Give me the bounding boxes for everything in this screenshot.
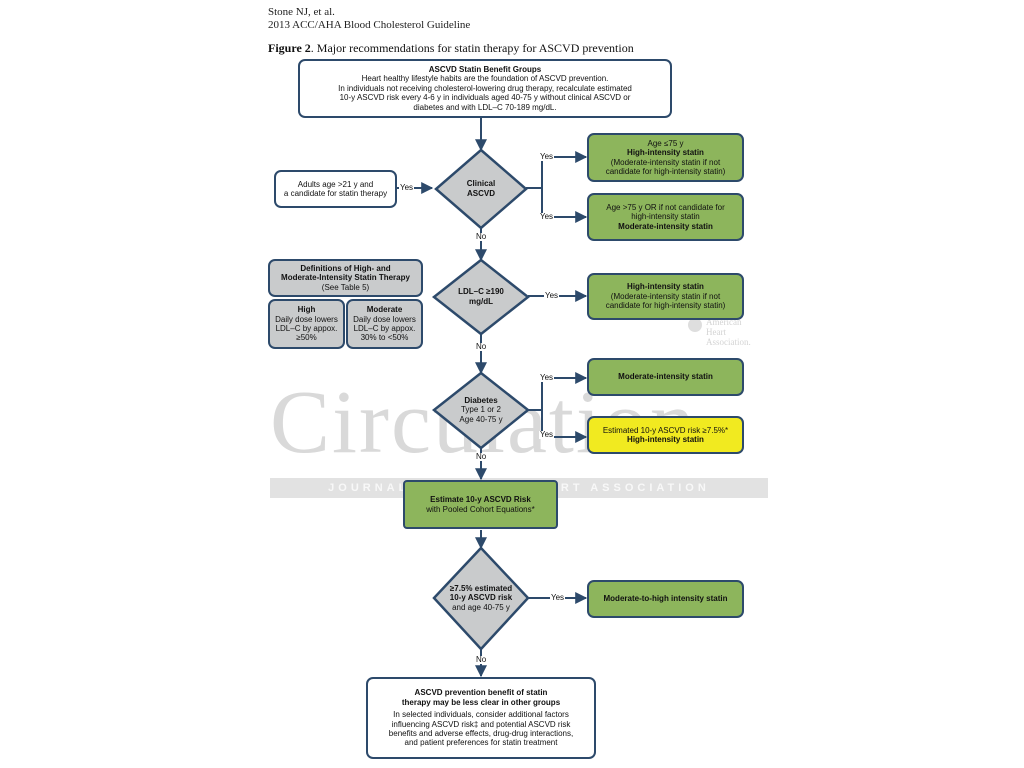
box-line: Definitions of High- and <box>300 263 391 273</box>
diabetes-moderate-box: Moderate-intensity statin <box>587 358 744 396</box>
box-line: Moderate-intensity statin <box>618 372 713 382</box>
figure-title: . Major recommendations for statin thera… <box>310 41 634 55</box>
box-line: therapy may be less clear in other group… <box>401 697 561 707</box>
watermark-band-right: HEART ASSOCIATION <box>525 482 710 494</box>
box-line: high-intensity statin <box>631 212 700 222</box>
box-line: with Pooled Cohort Equations* <box>426 504 535 514</box>
age-over-75-outcome-box: Age >75 y OR if not candidate for high-i… <box>587 193 744 241</box>
diamond-line: and age 40-75 y <box>452 602 510 612</box>
diamond-line: Age 40-75 y <box>459 414 503 424</box>
box-line: diabetes and with LDL–C 70-189 mg/dL. <box>413 102 557 112</box>
connector-line <box>526 151 588 189</box>
box-line: candidate for high-intensity statin) <box>605 301 726 311</box>
box-line: ≥50% <box>296 333 317 343</box>
no-label: No <box>475 655 488 664</box>
box-line: Moderate-intensity statin <box>618 221 713 231</box>
diamond-line: ASCVD <box>466 189 495 198</box>
diabetes-high-intensity-box: Estimated 10-y ASCVD risk ≥7.5%* High-in… <box>587 416 744 454</box>
statin-benefit-groups-box: ASCVD Statin Benefit Groups Heart health… <box>298 59 672 118</box>
aha-line: American <box>706 317 742 327</box>
no-label: No <box>475 232 488 241</box>
diamond-line: Diabetes <box>464 395 498 405</box>
decision-diamond-clinical <box>434 148 528 230</box>
definition-moderate-box: Moderate Daily dose lowers LDL–C by appo… <box>346 299 423 349</box>
diabetes-label: Diabetes Type 1 or 2 Age 40-75 y <box>446 393 516 427</box>
decision-diamond-ldl <box>431 258 531 336</box>
box-line: (See Table 5) <box>321 282 370 292</box>
yes-label: Yes <box>539 152 555 161</box>
box-line: High-intensity statin <box>627 282 704 292</box>
diamond-line: 10-y ASCVD risk <box>449 593 513 603</box>
adults-box: Adults age >21 y and a candidate for sta… <box>274 170 397 208</box>
box-line: High-intensity statin <box>627 435 704 444</box>
yes-label: Yes <box>550 593 566 602</box>
clinical-ascvd-label: Clinical ASCVD <box>446 174 516 204</box>
box-line: High <box>297 305 316 315</box>
box-line: Adults age >21 y and <box>297 179 374 189</box>
heart-logo-icon <box>688 318 702 332</box>
other-groups-box: ASCVD prevention benefit of statin thera… <box>366 677 596 759</box>
box-line: influencing ASCVD risk‡ and potential AS… <box>391 719 571 729</box>
box-line: Age >75 y OR if not candidate for <box>606 202 725 212</box>
box-line: Estimate 10-y ASCVD Risk <box>430 495 531 505</box>
risk-label: ≥7.5% estimated 10-y ASCVD risk and age … <box>440 580 522 616</box>
box-line: Daily dose lowers <box>353 314 416 324</box>
box-line: benefits and adverse effects, drug-drug … <box>388 728 574 738</box>
estimate-risk-box: Estimate 10-y ASCVD Risk with Pooled Coh… <box>403 480 558 529</box>
ldl-c-label: LDL–C ≥190 mg/dL <box>446 282 516 312</box>
yes-label: Yes <box>539 212 555 221</box>
definitions-box: Definitions of High- and Moderate-Intens… <box>268 259 423 297</box>
decision-diamond-risk <box>432 546 530 651</box>
watermark-aha: American Heart Association. <box>706 317 751 348</box>
diamond-line: ≥7.5% estimated <box>449 583 513 593</box>
yes-label: Yes <box>539 430 555 439</box>
diamond-line: Clinical <box>466 179 496 189</box>
box-line: and patient preferences for statin treat… <box>404 738 558 748</box>
definition-high-box: High Daily dose lowers LDL–C by appox. ≥… <box>268 299 345 349</box>
no-label: No <box>475 342 488 351</box>
box-line: Moderate <box>366 305 403 315</box>
box-line: In selected individuals, consider additi… <box>393 710 569 720</box>
box-line: Moderate-Intensity Statin Therapy <box>281 273 410 283</box>
box-line: Estimated 10-y ASCVD risk ≥7.5%* <box>602 425 729 435</box>
box-line: candidate for high-intensity statin) <box>605 166 726 176</box>
aha-line: Heart <box>706 326 726 337</box>
moderate-to-high-box: Moderate-to-high intensity statin <box>587 580 744 618</box>
yes-label: Yes <box>544 291 560 300</box>
box-line: (Moderate-intensity statin if not <box>610 157 721 167</box>
box-line: In individuals not receiving cholesterol… <box>338 83 632 93</box>
box-line: (Moderate-intensity statin if not <box>610 291 721 301</box>
box-line: LDL–C by appox. <box>275 324 338 333</box>
author-line: Stone NJ, et al. <box>268 6 335 18</box>
diamond-line: mg/dL <box>469 297 493 306</box>
box-line: ASCVD prevention benefit of statin <box>414 688 548 698</box>
figure-caption: Figure 2. Major recommendations for stat… <box>268 41 634 56</box>
yes-label: Yes <box>539 373 555 382</box>
diamond-line: LDL–C ≥190 <box>458 287 504 297</box>
box-title: ASCVD Statin Benefit Groups <box>428 64 542 74</box>
decision-diamond-diabetes <box>431 371 531 450</box>
watermark-band-left: JOURNAL <box>328 482 410 494</box>
box-line: 30% to <50% <box>360 333 409 343</box>
box-line: LDL–C by appox. <box>353 324 416 333</box>
box-line: 10-y ASCVD risk every 4-6 y in individua… <box>339 93 631 103</box>
box-line: Age ≤75 y <box>647 138 684 148</box>
figure-label: Figure 2 <box>268 41 311 55</box>
box-line: Moderate-to-high intensity statin <box>603 594 728 604</box>
box-line: Heart healthy lifestyle habits are the f… <box>361 74 609 84</box>
connector-line <box>528 372 588 411</box>
ldl-high-intensity-box: High-intensity statin (Moderate-intensit… <box>587 273 744 320</box>
diamond-line: Type 1 or 2 <box>460 405 502 415</box>
box-line: Daily dose lowers <box>275 314 338 324</box>
yes-label: Yes <box>399 183 415 192</box>
age-75-outcome-box: Age ≤75 y High-intensity statin (Moderat… <box>587 133 744 182</box>
no-label: No <box>475 452 488 461</box>
aha-line: Association. <box>706 336 751 347</box>
box-line: a candidate for statin therapy <box>283 189 388 198</box>
box-line: High-intensity statin <box>627 148 704 158</box>
guideline-line: 2013 ACC/AHA Blood Cholesterol Guideline <box>268 19 471 31</box>
